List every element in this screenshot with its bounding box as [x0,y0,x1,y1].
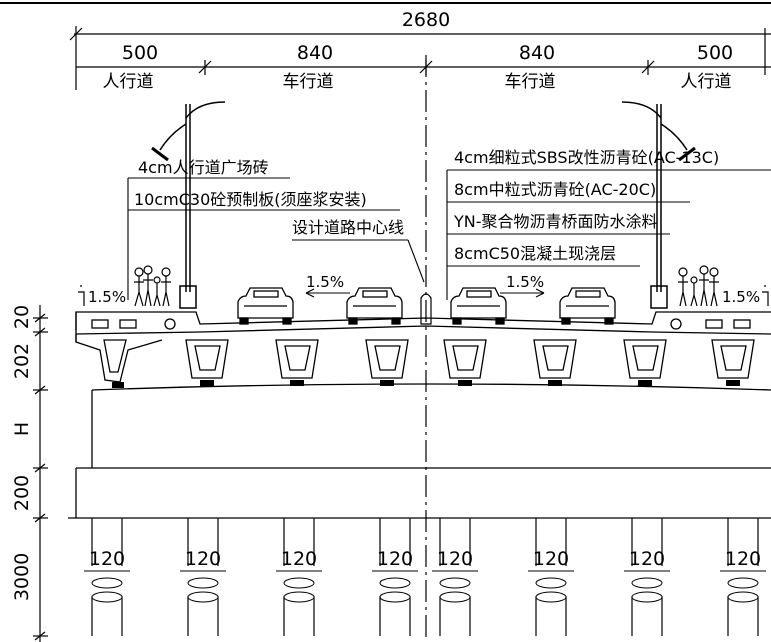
bridge-deck [75,311,771,342]
label-left-carriageway: 车行道 [283,72,334,92]
label-left-sidewalk: 人行道 [103,72,154,92]
centerline-label: 设计道路中心线 [292,218,404,237]
left-layer-2: 10cmC30砼预制板(须座浆安装) [134,190,367,209]
vdim-3000: 3000 [11,553,33,601]
pile-dim-3: 120 [281,548,317,570]
right-street-lamp [621,101,696,309]
right-layer-3: YN-聚合物沥青桥面防水涂料 [453,212,658,231]
label-right-carriageway: 车行道 [505,72,556,92]
pile-dim-5: 120 [437,548,473,570]
dim-left-carriageway: 840 [297,42,333,64]
vdim-20: 20 [11,305,33,329]
pile-break-symbols [91,577,759,603]
pile-dim-6: 120 [533,548,569,570]
vdim-200: 200 [11,475,33,511]
dim-right-sidewalk: 500 [697,42,733,64]
left-pedestrians [78,265,171,307]
bearings [112,380,740,388]
median-barrier [420,293,432,325]
car-3 [450,287,507,325]
slope-right-road: 1.5% [506,273,544,291]
right-layer-4: 8cmC50混凝土现浇层 [454,244,616,263]
pile-dim-2: 120 [185,548,221,570]
dim-left-sidewalk: 500 [122,42,158,64]
left-layer-1: 4cm人行道广场砖 [138,158,269,177]
slope-right-sidewalk: 1.5% [722,288,760,306]
car-4 [559,287,616,325]
right-layer-leaders [446,169,771,300]
label-right-sidewalk: 人行道 [681,72,732,92]
piles [91,518,759,636]
right-layer-1: 4cm细粒式SBS改性沥青砼(AC-13C) [454,148,719,167]
pile-dim-8: 120 [725,548,761,570]
pile-dim-4: 120 [377,548,413,570]
pile-dim-7: 120 [629,548,665,570]
vdim-202: 202 [11,343,33,379]
right-layer-2: 8cm中粒式沥青砼(AC-20C) [454,180,656,199]
pile-diameter-labels: 120 120 120 120 120 120 120 120 [89,548,761,570]
right-pedestrians [678,265,769,307]
left-street-lamp [151,101,226,309]
vertical-dimension-chain [33,305,48,642]
left-layer-leaders [127,177,400,300]
dim-right-carriageway: 840 [519,42,555,64]
dim-total: 2680 [402,9,450,31]
box-girders [75,334,755,383]
slope-left-road: 1.5% [306,273,344,291]
substructure [68,383,771,519]
pile-dim-1: 120 [89,548,125,570]
car-2 [346,287,403,325]
car-1 [237,287,294,325]
vdim-h: H [11,422,33,436]
centerline-leader [407,239,425,283]
dimension-lines [69,26,771,90]
slope-arrows [305,288,545,298]
slope-left-sidewalk: 1.5% [88,288,126,306]
